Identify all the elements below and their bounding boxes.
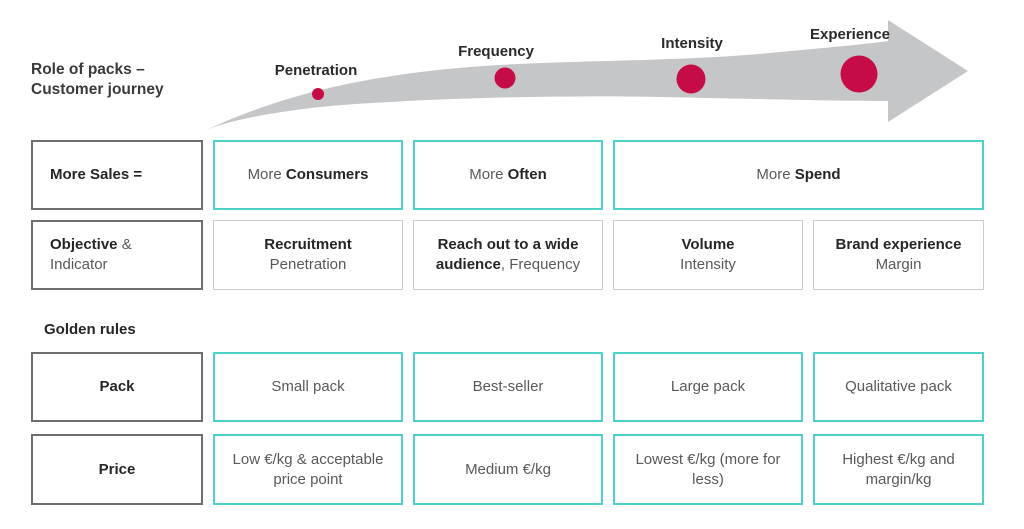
more-sales-header: More Sales =: [31, 140, 203, 210]
objective-header-text: Objective & Indicator: [50, 235, 132, 275]
cell-price-medium: Medium €/kg: [413, 434, 603, 505]
cell-more-consumers-bold: Consumers: [285, 166, 369, 183]
stage-dot-intensity: [676, 64, 706, 94]
cell-brand-experience: Brand experience Margin: [813, 220, 984, 290]
cell-volume-line2: Intensity: [680, 256, 736, 273]
cell-more-spend-bold: Spend: [794, 166, 841, 183]
cell-price-highest: Highest €/kg and margin/kg: [813, 434, 984, 505]
price-header: Price: [31, 434, 203, 505]
golden-rules-heading: Golden rules: [44, 321, 136, 338]
cell-more-consumers-text: More Consumers: [248, 165, 369, 185]
cell-brand-experience-line1: Brand experience: [835, 236, 962, 253]
diagram-title-line2: Customer journey: [31, 81, 164, 98]
cell-recruitment-line2: Penetration: [269, 256, 347, 273]
cell-qualitative-pack: Qualitative pack: [813, 352, 984, 422]
stage-dot-penetration: [312, 88, 324, 100]
stage-dot-frequency: [494, 67, 516, 89]
cell-volume-line1: Volume: [681, 236, 735, 253]
cell-reach-out: Reach out to a wide audience, Frequency: [413, 220, 603, 290]
cell-volume-text: Volume Intensity: [680, 235, 736, 275]
cell-more-consumers-prefix: More: [247, 166, 286, 183]
cell-more-often: More Often: [413, 140, 603, 210]
cell-more-often-bold: Often: [507, 166, 547, 183]
cell-price-lowest: Lowest €/kg (more for less): [613, 434, 803, 505]
objective-header-line1: Objective &: [50, 235, 132, 255]
cell-more-spend-prefix: More: [756, 166, 795, 183]
cell-recruitment-line1: Recruitment: [264, 236, 352, 253]
cell-reach-out-text: Reach out to a wide audience, Frequency: [422, 235, 594, 275]
cell-reach-out-bold: Reach out to a wide audience: [435, 236, 579, 273]
cell-recruitment-text: Recruitment Penetration: [264, 235, 352, 275]
stage-dot-experience: [840, 55, 878, 93]
stage-label-penetration: Penetration: [274, 62, 358, 79]
objective-header-rest: &: [117, 236, 132, 253]
cell-more-often-prefix: More: [469, 166, 508, 183]
cell-more-spend: More Spend: [613, 140, 984, 210]
cell-more-often-text: More Often: [469, 165, 547, 185]
objective-header-bold: Objective: [50, 236, 118, 253]
cell-brand-experience-line2: Margin: [875, 256, 922, 273]
stage-label-frequency: Frequency: [458, 43, 534, 60]
cell-recruitment: Recruitment Penetration: [213, 220, 403, 290]
journey-arrow-graphic: [206, 20, 968, 130]
arrow-shape: [206, 20, 968, 130]
cell-price-low: Low €/kg & acceptable price point: [213, 434, 403, 505]
diagram-title: Role of packs – Customer journey: [31, 60, 164, 100]
cell-best-seller: Best-seller: [413, 352, 603, 422]
cell-small-pack: Small pack: [213, 352, 403, 422]
cell-brand-experience-text: Brand experience Margin: [836, 235, 962, 275]
cell-more-spend-text: More Spend: [756, 165, 840, 185]
cell-large-pack: Large pack: [613, 352, 803, 422]
cell-volume: Volume Intensity: [613, 220, 803, 290]
price-header-label: Price: [98, 460, 136, 478]
objective-header: Objective & Indicator: [31, 220, 203, 290]
cell-more-consumers: More Consumers: [213, 140, 403, 210]
pack-header-label: Pack: [99, 378, 135, 395]
objective-header-line2: Indicator: [50, 256, 108, 273]
diagram-title-line1: Role of packs –: [31, 61, 145, 78]
stage-label-intensity: Intensity: [661, 35, 723, 52]
more-sales-header-label: More Sales =: [50, 166, 143, 183]
pack-header: Pack: [31, 352, 203, 422]
cell-reach-out-suffix: , Frequency: [500, 256, 581, 273]
stage-label-experience: Experience: [809, 26, 891, 43]
